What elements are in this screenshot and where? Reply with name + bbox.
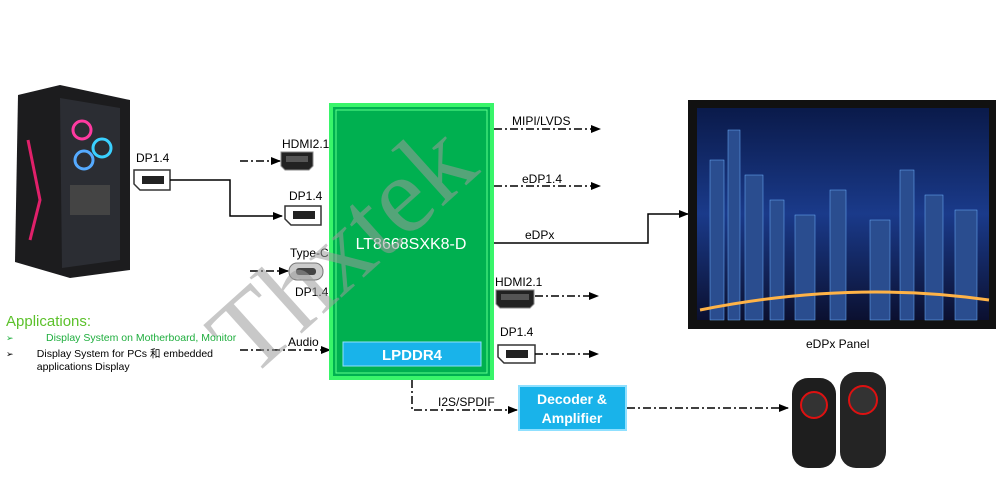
chip-name: LT8668SXK8-D xyxy=(356,236,467,253)
memory-label: LPDDR4 xyxy=(382,347,443,364)
input-dp-label: DP1.4 xyxy=(289,189,323,203)
input-hdmi-label: HDMI2.1 xyxy=(282,137,330,151)
source-dp-label: DP1.4 xyxy=(136,151,170,165)
i2s-line xyxy=(411,380,518,414)
panel-label: eDPx Panel xyxy=(806,337,869,351)
edpx-label: eDPx xyxy=(525,228,554,242)
mipi-label: MIPI/LVDS xyxy=(512,114,570,128)
dp-connection-line xyxy=(170,179,283,220)
hdmi-port-icon xyxy=(280,151,314,171)
edpx-panel-image xyxy=(688,100,996,329)
i2s-label: I2S/SPDIF xyxy=(438,395,495,409)
list-item-text: Display System for PCs 和 embedded applic… xyxy=(36,348,214,373)
edp-label: eDP1.4 xyxy=(522,172,562,186)
output-hdmi-label: HDMI2.1 xyxy=(495,275,543,289)
typec-dp-label: DP1.4 xyxy=(295,285,329,299)
bullet-icon: ➢ xyxy=(6,349,14,359)
displayport-icon xyxy=(133,169,171,191)
output-dp-label: DP1.4 xyxy=(500,325,534,339)
displayport-icon xyxy=(284,205,322,226)
list-item-text: Display System on Motherboard, Monitor xyxy=(46,332,237,344)
hdmi-port-icon xyxy=(495,289,535,309)
bullet-icon: ➢ xyxy=(6,333,14,343)
chip-block: LT8668SXK8-D LPDDR4 xyxy=(329,103,494,380)
speakers-image xyxy=(792,372,886,468)
decoder-label: Decoder & xyxy=(537,391,607,407)
edpx-output-line xyxy=(494,210,689,244)
applications-title: Applications: xyxy=(6,313,92,330)
usb-c-port-icon xyxy=(288,262,324,281)
typec-label: Type-C xyxy=(290,246,329,260)
list-item: ➢ Display System on Motherboard, Monitor xyxy=(6,332,246,345)
amplifier-label: Amplifier xyxy=(542,410,603,426)
decoder-amplifier-block: Decoder & Amplifier xyxy=(518,385,627,431)
applications-section: Applications: ➢ Display System on Mother… xyxy=(6,313,246,377)
audio-label: Audio xyxy=(288,335,319,349)
displayport-icon xyxy=(497,344,536,364)
list-item: ➢ Display System for PCs 和 embedded appl… xyxy=(6,348,246,374)
pc-tower-image xyxy=(15,85,130,278)
